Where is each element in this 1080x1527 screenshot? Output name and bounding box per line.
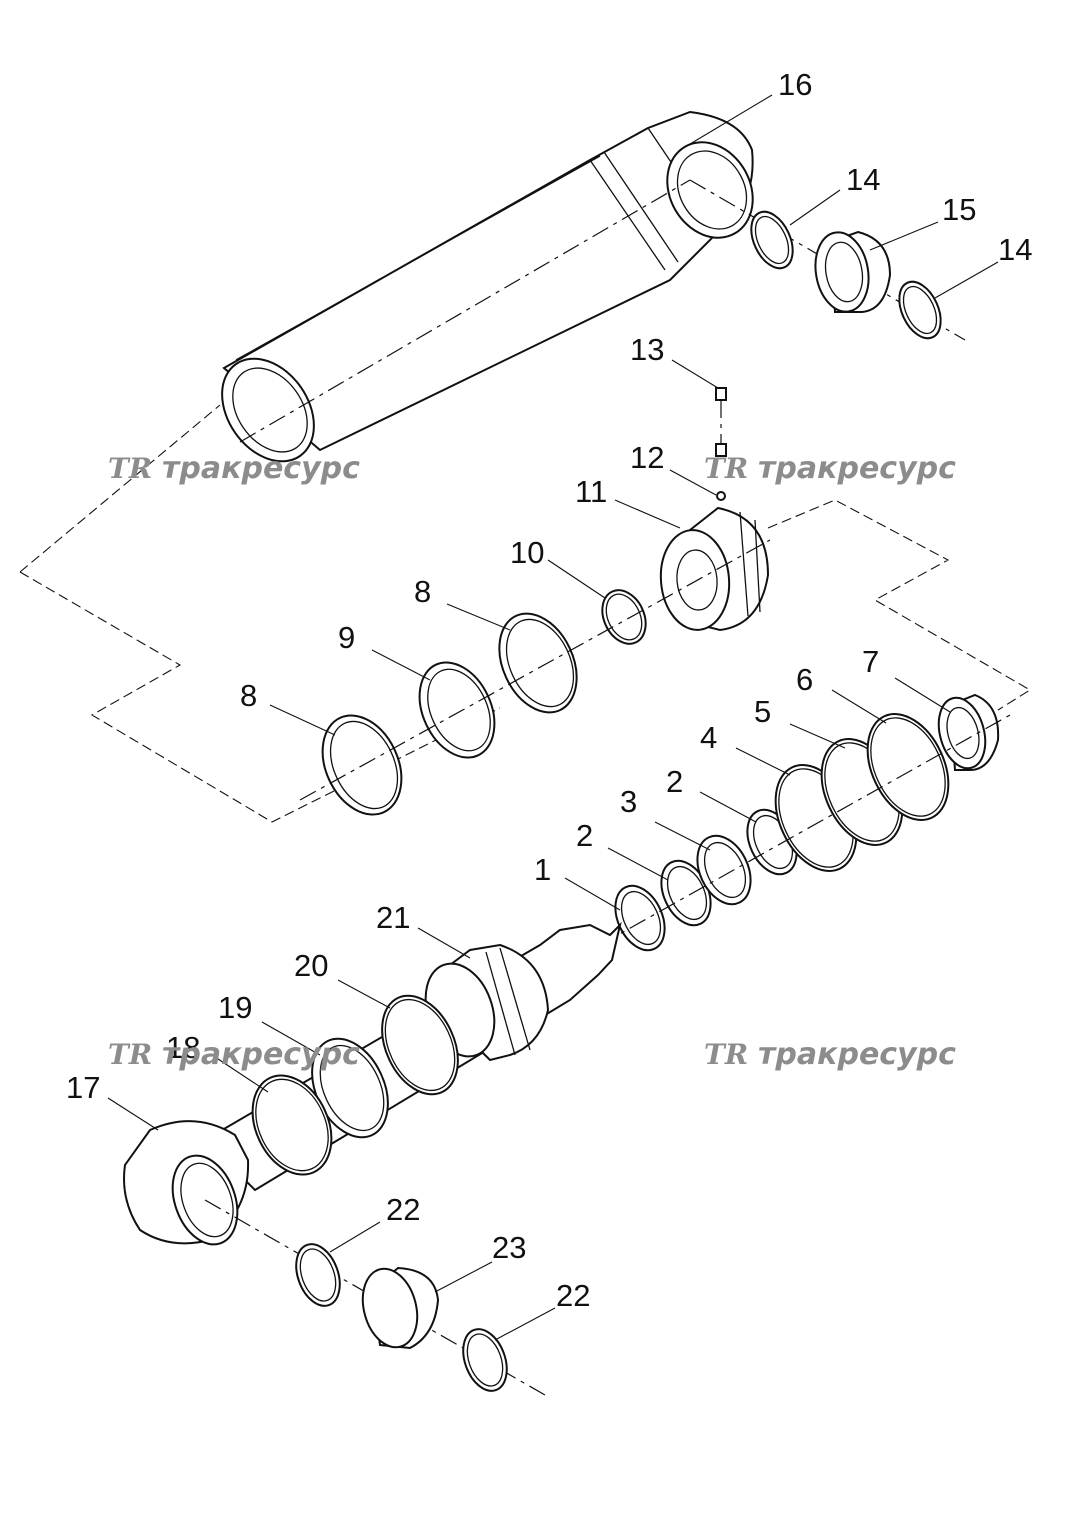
callout-15: 15: [942, 192, 976, 227]
watermark-text: тракресурс: [758, 451, 956, 486]
callout-14-lower: 14: [998, 232, 1032, 267]
grease-fitting-13: [715, 387, 727, 457]
piston-seal-9: [418, 661, 496, 759]
callout-11: 11: [575, 474, 607, 509]
callout-9: 9: [338, 620, 355, 655]
watermark-logo: TR: [704, 1038, 748, 1071]
watermark-logo: TR: [704, 452, 748, 485]
seal-kit-outline: [19, 404, 1032, 823]
callout-5: 5: [754, 694, 771, 729]
callout-8-lower: 8: [240, 678, 257, 713]
leader-lines: [107, 94, 999, 1341]
callout-2-right: 2: [666, 764, 683, 799]
watermark-top-left: TR тракресурс: [108, 451, 360, 486]
retaining-ring-22-upper: [295, 1243, 341, 1307]
callout-7: 7: [862, 644, 879, 679]
seal-1: [614, 884, 666, 952]
callout-22-lower: 22: [556, 1278, 590, 1313]
wear-ring-8-upper: [498, 612, 578, 714]
callout-17: 17: [66, 1070, 100, 1105]
retaining-ring-22-lower: [462, 1328, 508, 1392]
o-ring-18: [251, 1074, 333, 1176]
watermark-bottom-right: TR тракресурс: [704, 1037, 956, 1072]
spherical-bushing-23: [361, 1266, 440, 1350]
ball-12: [716, 491, 726, 501]
callout-8-upper: 8: [414, 574, 431, 609]
watermark-bottom-left: TR тракресурс: [108, 1037, 360, 1072]
watermark-text: тракресурс: [162, 1037, 360, 1072]
seal-3: [696, 834, 752, 906]
o-ring-6: [866, 713, 950, 821]
callout-2-left: 2: [576, 818, 593, 853]
callout-23: 23: [492, 1230, 526, 1265]
watermark-logo: TR: [108, 1038, 152, 1071]
callout-19: 19: [218, 990, 252, 1025]
callout-22-upper: 22: [386, 1192, 420, 1227]
watermark-text: тракресурс: [162, 451, 360, 486]
callout-4: 4: [700, 720, 717, 755]
watermark-text: тракресурс: [758, 1037, 956, 1072]
piston: [659, 506, 770, 632]
callout-14-upper: 14: [846, 162, 880, 197]
cylinder-barrel: [221, 110, 754, 463]
wear-ring-8-lower: [321, 714, 403, 816]
seal-2-left: [660, 859, 712, 927]
o-ring-20: [381, 994, 459, 1096]
callout-10: 10: [510, 535, 544, 570]
wiper-7: [937, 693, 1000, 771]
rod-eye: [123, 1120, 250, 1246]
callout-13: 13: [630, 332, 664, 367]
retaining-ring-upper-left: [750, 210, 794, 270]
callout-16: 16: [778, 67, 812, 102]
seal-ring-10: [601, 589, 647, 645]
watermark-logo: TR: [108, 452, 152, 485]
callout-3: 3: [620, 784, 637, 819]
retaining-ring-upper-right: [898, 280, 942, 340]
callout-12: 12: [630, 440, 664, 475]
spherical-bushing-upper: [814, 230, 892, 313]
callout-20: 20: [294, 948, 328, 983]
callout-6: 6: [796, 662, 813, 697]
callout-21: 21: [376, 900, 410, 935]
watermark-top-right: TR тракресурс: [704, 451, 956, 486]
callout-18: 18: [166, 1030, 200, 1065]
callout-1: 1: [534, 852, 551, 887]
